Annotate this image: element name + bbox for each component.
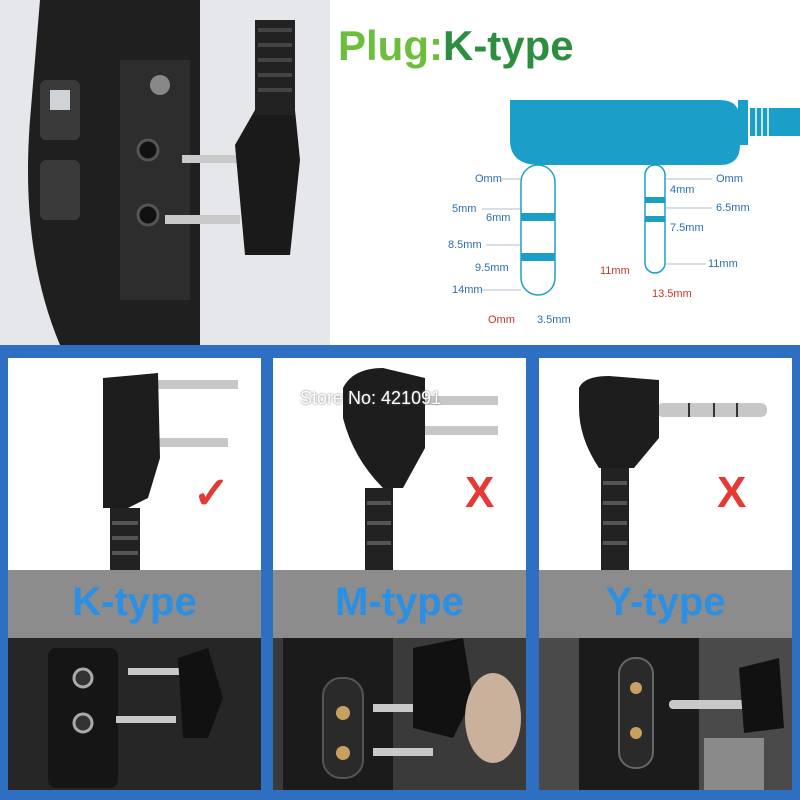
x-mark-icon: X: [717, 468, 747, 517]
left-label-3: 8.5mm: [448, 239, 482, 251]
top-plug-photo: [0, 0, 330, 345]
right-label-5: 11mm: [708, 258, 738, 270]
plug-body-shape: [510, 100, 740, 165]
left-label-5: 14mm: [452, 284, 483, 296]
right-label-2: 6.5mm: [716, 202, 750, 214]
panel-k-type: ✓ K-type: [8, 358, 261, 790]
m-type-radio-photo: [273, 638, 526, 790]
left-label-2: 6mm: [486, 212, 510, 224]
left-label-4: 9.5mm: [475, 262, 509, 274]
title-plug: Plug:: [338, 22, 443, 69]
plug-dimension-diagram: Omm 5mm 6mm 8.5mm 9.5mm 14mm Omm 3.5mm O…: [420, 90, 800, 340]
right-label-4: 11mm: [600, 265, 630, 277]
left-bottom-0: Omm: [488, 314, 515, 326]
k-type-label: K-type: [72, 580, 197, 624]
m-type-plug-photo: [273, 358, 526, 570]
m-type-label: M-type: [335, 580, 464, 624]
right-label-1: 4mm: [670, 184, 694, 196]
label-strip: [8, 570, 261, 638]
panel-y-type: X Y-type: [539, 358, 792, 790]
k-type-plug-photo: [8, 358, 261, 570]
x-mark-icon: X: [465, 468, 495, 517]
store-watermark: Store No: 421091: [300, 388, 442, 408]
y-type-radio-photo: [539, 638, 792, 790]
y-type-plug-photo: [539, 358, 792, 570]
left-label-1: 5mm: [452, 203, 476, 215]
left-label-0: Omm: [475, 173, 502, 185]
right-label-3: 7.5mm: [670, 222, 704, 234]
right-label-6: 13.5mm: [652, 288, 692, 300]
label-strip: [539, 570, 792, 638]
radio-with-plug-illustration: [0, 0, 330, 345]
y-type-label: Y-type: [605, 580, 726, 624]
title-type: K-type: [442, 22, 574, 69]
right-label-0: Omm: [716, 173, 743, 185]
label-strip: [273, 570, 526, 638]
panel-m-type: X M-type: [273, 358, 526, 790]
k-type-radio-photo: [8, 638, 261, 790]
page-title: Plug:K-type: [338, 22, 574, 70]
left-pin-shape: [520, 164, 556, 296]
check-mark-icon: ✓: [193, 469, 230, 518]
left-bottom-1: 3.5mm: [537, 314, 571, 326]
